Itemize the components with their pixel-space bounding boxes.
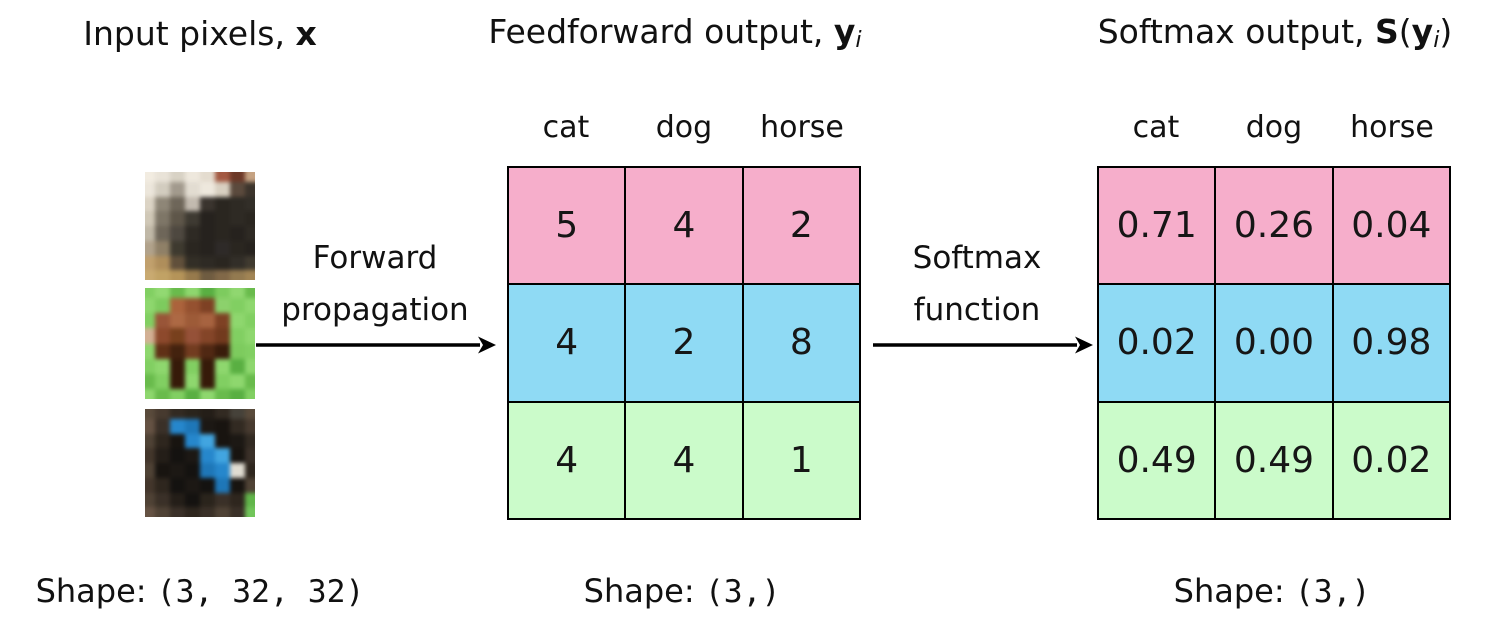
forward-propagation-label-line1: Forward: [312, 240, 438, 276]
feedforward-subscript-i: i: [855, 27, 862, 54]
softmax-paren-close: ): [1439, 12, 1453, 51]
softmax-cell-r1-dog: 0.26: [1216, 168, 1332, 284]
feedforward-header-dog: dog: [655, 110, 713, 145]
shape-label-text: Shape:: [1173, 572, 1285, 610]
feedforward-header-horse: horse: [760, 110, 844, 145]
feedforward-header-cat: cat: [542, 110, 590, 145]
shape-label-text: Shape:: [35, 572, 147, 610]
input-shape-label: Shape: (3, 32, 32): [0, 572, 400, 610]
softmax-cell-r1-horse: 0.04: [1333, 168, 1449, 284]
shape-value-text: (3,): [704, 574, 781, 610]
softmax-cell-r2-dog: 0.00: [1216, 285, 1332, 401]
softmax-header-cat: cat: [1132, 110, 1180, 145]
softmax-cell-r1-cat: 0.71: [1099, 168, 1215, 284]
feedforward-cell-r3-dog: 4: [626, 402, 742, 518]
feedforward-cell-r1-cat: 5: [509, 168, 625, 284]
feedforward-title-text: Feedforward output,: [488, 12, 834, 51]
feedforward-cell-r2-horse: 8: [743, 285, 859, 401]
feedforward-symbol-y: y: [833, 12, 856, 51]
softmax-symbol-y: y: [1411, 12, 1434, 51]
softmax-cell-r3-cat: 0.49: [1099, 402, 1215, 518]
feedforward-shape-label: Shape: (3,): [482, 572, 882, 610]
softmax-cell-r3-dog: 0.49: [1216, 402, 1332, 518]
input-image-cat: [145, 172, 255, 280]
softmax-paren-open: (: [1398, 12, 1412, 51]
input-symbol-x: x: [295, 14, 317, 53]
feedforward-cell-r1-dog: 4: [626, 168, 742, 284]
feedforward-cell-r3-horse: 1: [743, 402, 859, 518]
forward-propagation-label: Forward propagation: [265, 232, 485, 336]
softmax-header-horse: horse: [1350, 110, 1434, 145]
feedforward-cell-r2-cat: 4: [509, 285, 625, 401]
softmax-output-title: Softmax output, S(yi): [1075, 12, 1475, 54]
input-pixels-title: Input pixels, x: [25, 14, 375, 53]
feedforward-cell-r3-cat: 4: [509, 402, 625, 518]
input-title-text: Input pixels,: [83, 14, 296, 53]
feedforward-headers: cat dog horse: [507, 98, 861, 144]
softmax-function-label: Softmax function: [867, 232, 1087, 336]
softmax-symbol-S: S: [1375, 12, 1399, 51]
feedforward-cell-r2-dog: 2: [626, 285, 742, 401]
softmax-function-label-line2: function: [913, 292, 1041, 328]
softmax-function-label-line1: Softmax: [912, 240, 1042, 276]
feedforward-output-title: Feedforward output, yi: [475, 12, 875, 54]
input-image-dog: [145, 409, 255, 517]
forward-propagation-arrow: [256, 336, 496, 354]
shape-label-text: Shape:: [583, 572, 695, 610]
softmax-cell-r2-cat: 0.02: [1099, 285, 1215, 401]
forward-propagation-label-line2: propagation: [281, 292, 469, 328]
input-image-horse: [145, 288, 255, 399]
softmax-headers: cat dog horse: [1097, 98, 1451, 144]
feedforward-matrix: 5 4 2 4 2 8 4 4 1: [507, 166, 861, 520]
softmax-subscript-i: i: [1433, 27, 1440, 54]
feedforward-cell-r1-horse: 2: [743, 168, 859, 284]
softmax-shape-label: Shape: (3,): [1072, 572, 1472, 610]
softmax-matrix: 0.71 0.26 0.04 0.02 0.00 0.98 0.49 0.49 …: [1097, 166, 1451, 520]
horse-photo: [145, 288, 255, 399]
softmax-cell-r2-horse: 0.98: [1333, 285, 1449, 401]
cat-photo: [145, 172, 255, 280]
softmax-function-arrow: [873, 336, 1093, 354]
softmax-title-text: Softmax output,: [1097, 12, 1376, 51]
softmax-header-dog: dog: [1245, 110, 1303, 145]
dog-photo: [145, 409, 255, 517]
softmax-cell-r3-horse: 0.02: [1333, 402, 1449, 518]
shape-value-text: (3,): [1294, 574, 1371, 610]
shape-value-text: (3, 32, 32): [156, 574, 365, 610]
